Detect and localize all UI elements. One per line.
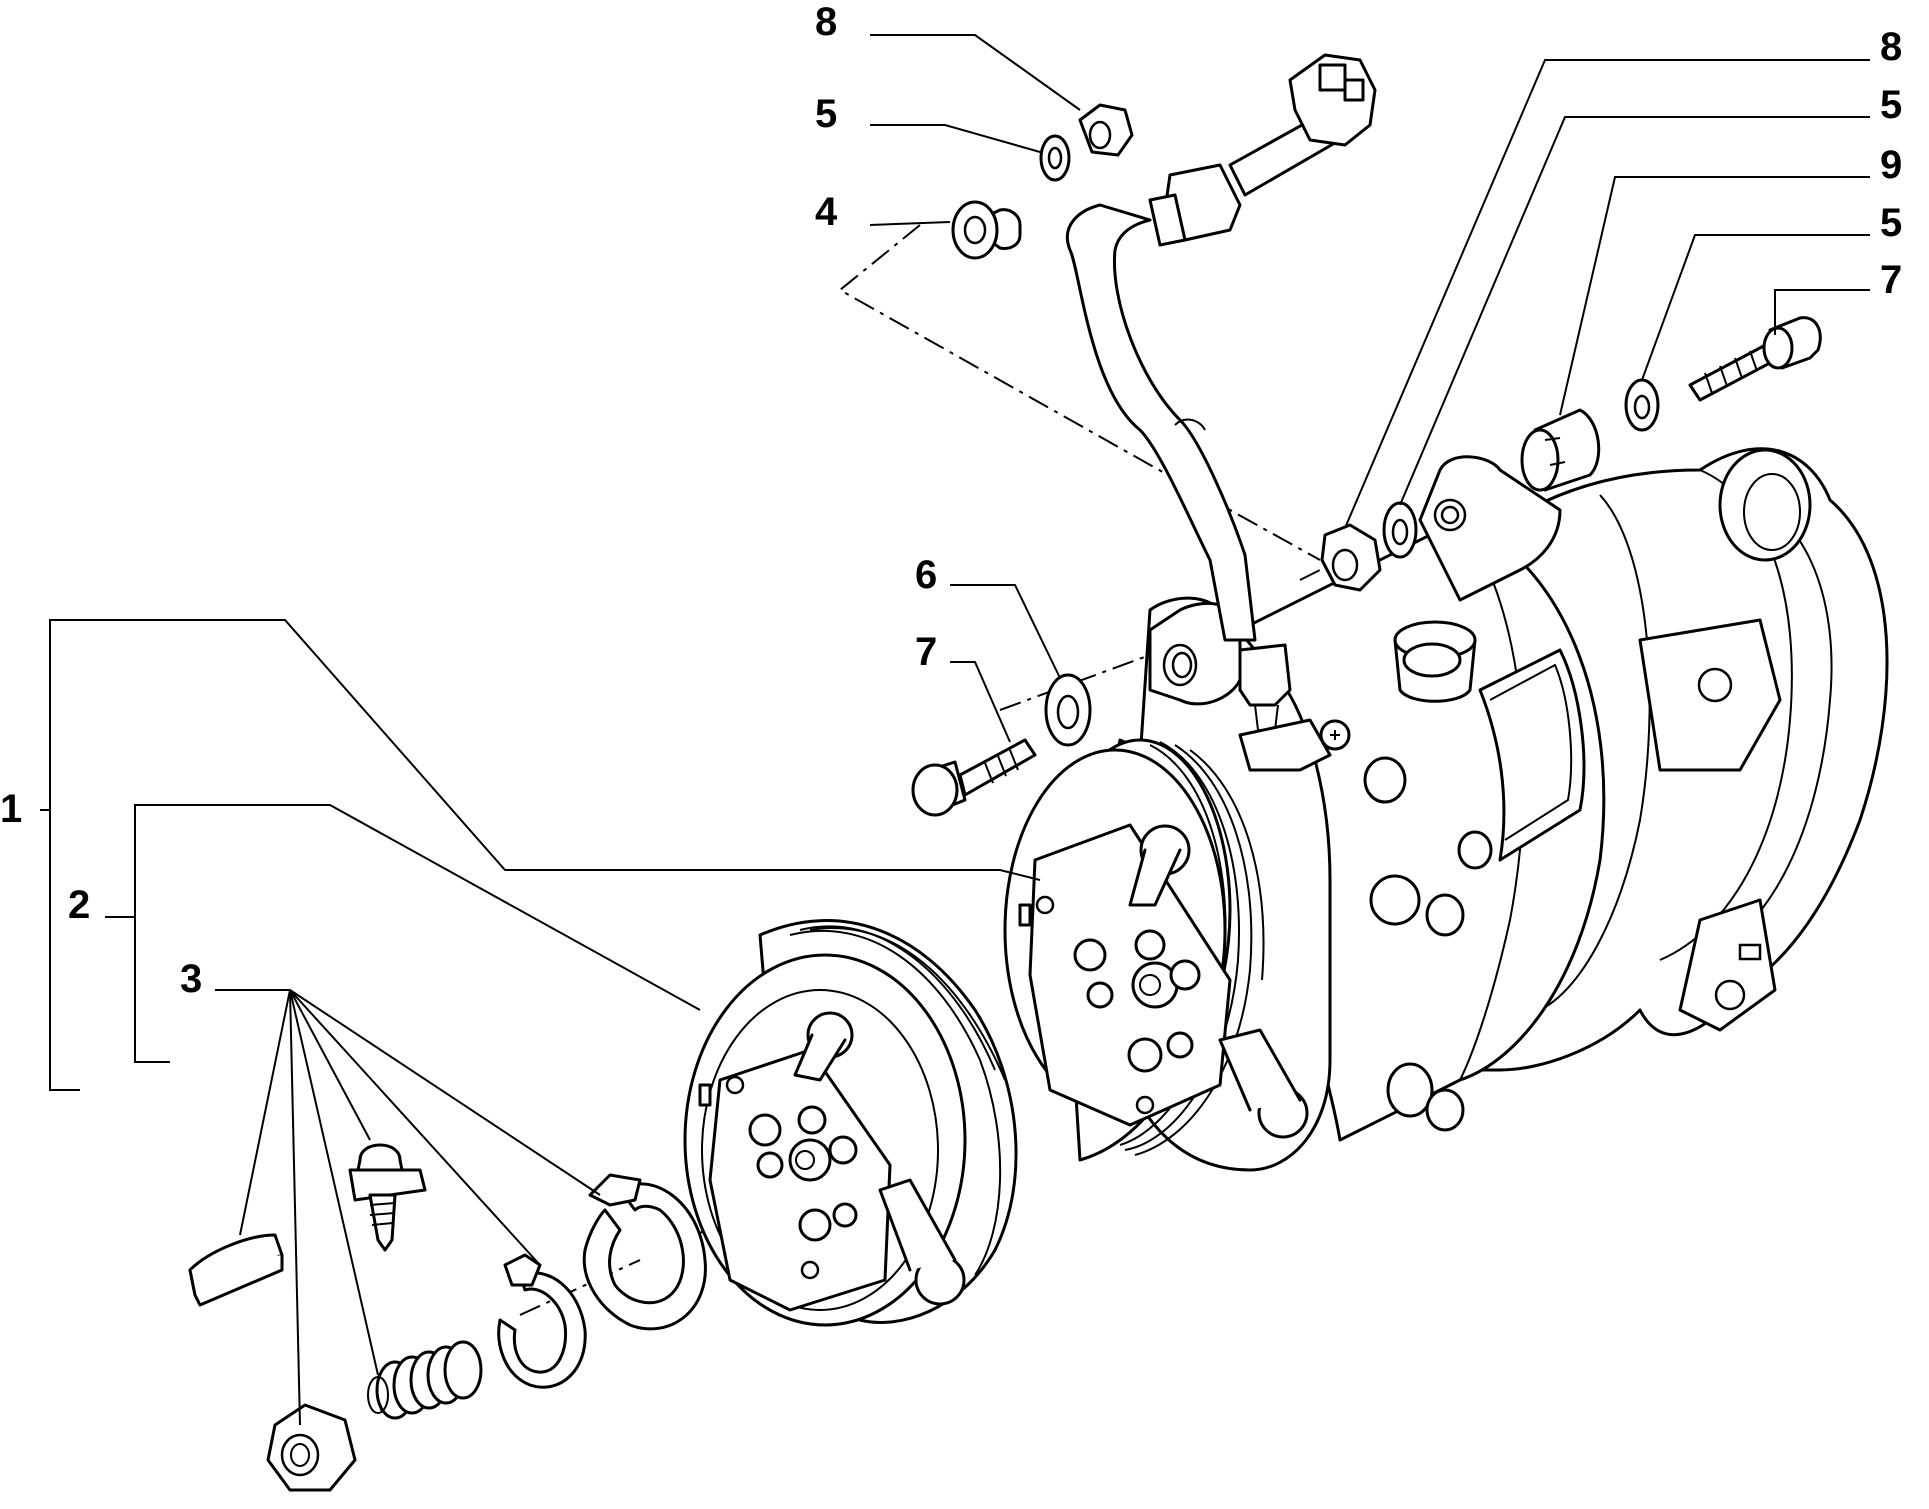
callout-5-right-a: 5	[1880, 83, 1902, 127]
spring	[367, 1340, 483, 1420]
callout-8-top: 8	[815, 0, 837, 44]
sensor-wire-harness	[1065, 53, 1377, 772]
callout-7-left: 7	[915, 630, 937, 674]
callout-labels: 1 2 3 4 5 8 6 7 8 5 9 5 7	[0, 0, 1902, 1001]
callout-3: 3	[180, 957, 202, 1001]
callout-5-top: 5	[815, 92, 837, 136]
callout-9: 9	[1880, 143, 1902, 187]
leader-lines	[40, 34, 1870, 1426]
clutch-pulley-assembly	[683, 919, 1018, 1327]
clutch-small-parts	[188, 1143, 707, 1492]
callout-4: 4	[815, 190, 838, 234]
fasteners	[911, 103, 1822, 817]
callout-5-right-b: 5	[1880, 201, 1902, 245]
installed-clutch-pulley	[1003, 738, 1309, 1162]
callout-7-right: 7	[1880, 258, 1902, 302]
callout-2: 2	[68, 883, 90, 927]
callout-8-right: 8	[1880, 25, 1902, 69]
callout-6: 6	[915, 553, 937, 597]
callout-1: 1	[0, 787, 22, 831]
flange-bolts	[1363, 756, 1493, 1132]
